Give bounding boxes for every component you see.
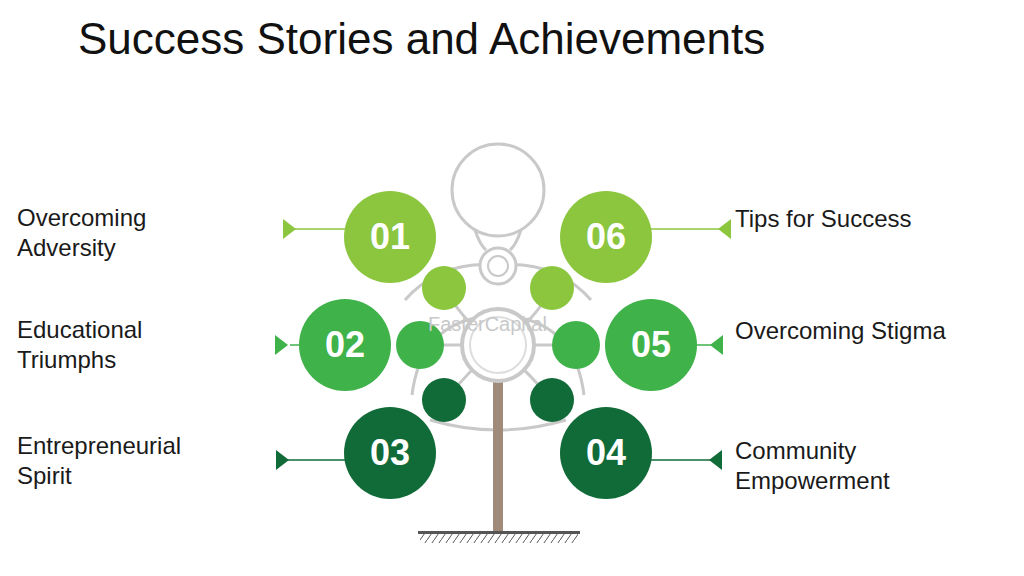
callout-number: 03 — [344, 407, 436, 499]
callout-number: 01 — [344, 191, 436, 283]
numbered-circle: 02Educational Triumphs — [299, 299, 391, 391]
callout-number: 02 — [299, 299, 391, 391]
numbered-circle: 06Tips for Success — [560, 191, 652, 283]
knob — [480, 248, 516, 284]
callout-number: 05 — [605, 299, 697, 391]
numbered-circle: 04Community Empowerment — [560, 407, 652, 499]
numbered-circle: 05Overcoming Stigma — [605, 299, 697, 391]
heading-label: Educational Triumphs — [17, 315, 207, 375]
trunk — [493, 375, 503, 532]
title: Success Stories and Achievements — [78, 14, 765, 64]
callout-number: 06 — [560, 191, 652, 283]
ground-hatching — [420, 534, 578, 543]
heading-label: Tips for Success — [735, 204, 1005, 234]
callout-number: 04 — [560, 407, 652, 499]
ground-line — [418, 531, 580, 534]
heading-label: Overcoming Stigma — [735, 316, 1005, 346]
leader-line — [275, 219, 731, 470]
small-circle — [396, 266, 600, 422]
top-circle — [452, 144, 544, 236]
heading-label: Entrepreneurial Spirit — [17, 431, 217, 491]
heading-label: Community Empowerment — [735, 436, 935, 496]
numbered-circle: 03Entrepreneurial Spirit — [344, 407, 436, 499]
watermark: FasterCapital — [428, 313, 547, 336]
heading-label: Overcoming Adversity — [17, 203, 207, 263]
numbered-circle: 01Overcoming Adversity — [344, 191, 436, 283]
